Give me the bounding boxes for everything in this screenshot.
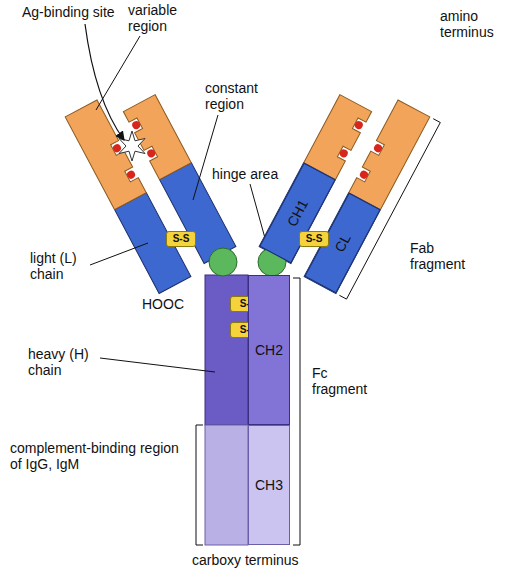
leader-line: [96, 36, 140, 110]
terminus-label: carboxy terminus: [192, 552, 322, 568]
leader-line: [85, 24, 124, 140]
part-label: light (L) chain: [30, 250, 92, 282]
disulfide-bond: S-S: [166, 231, 196, 247]
part-label: variable region: [128, 2, 190, 34]
node-text: CH3: [255, 477, 283, 493]
leader-line: [100, 358, 215, 372]
hinge-circle: [209, 248, 237, 276]
region-label: complement-binding region of IgG, IgM: [10, 440, 182, 472]
bracket: [196, 425, 203, 545]
node-text: S-S: [173, 233, 190, 245]
antigen-binding-site: [119, 131, 145, 161]
node-text: CH2: [255, 342, 283, 358]
node-text: S-S: [306, 233, 323, 245]
heavy-chain-stem: [205, 425, 248, 545]
part-label: heavy (H) chain: [28, 346, 98, 378]
part-label: constant region: [205, 80, 273, 112]
disulfide-bond: S-S: [299, 231, 329, 247]
fragment-label: Fc fragment: [312, 365, 372, 397]
fragment-label: Fab fragment: [410, 240, 480, 272]
part-label: hinge area: [212, 166, 302, 182]
part-label: amino terminus: [440, 8, 515, 40]
bracket: [293, 278, 300, 545]
constant-domain: CH2: [248, 275, 290, 425]
leader-line: [90, 243, 148, 265]
node-text: CH1: [284, 197, 311, 229]
constant-domain: CH3: [248, 425, 290, 545]
node-text: CL: [331, 231, 354, 254]
terminus-label: HOOC: [142, 296, 192, 312]
leader-line: [193, 115, 218, 200]
